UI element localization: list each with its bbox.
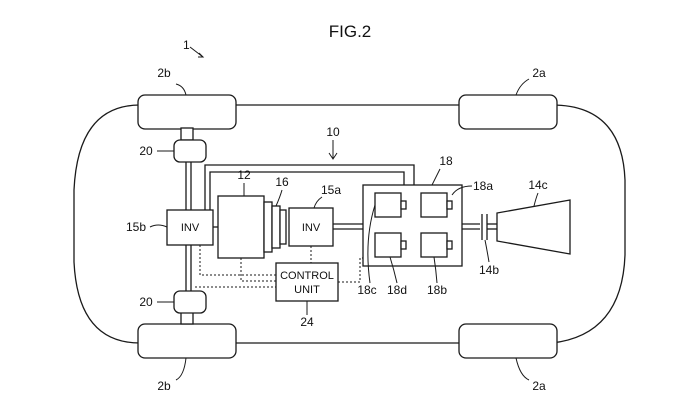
in-wheel-motor-top (173, 139, 207, 163)
leader-rear-wheel-top (175, 83, 187, 96)
label-front-wheel-bottom: 2a (532, 379, 546, 393)
power-bus-upper (204, 164, 415, 210)
leader-system-arrow (328, 152, 338, 160)
label-front-wheel-top: 2a (532, 66, 546, 80)
label-rear-wheel-top: 2b (157, 66, 171, 80)
control-unit-line2: UNIT (294, 284, 320, 296)
cell-18c (374, 192, 402, 218)
label-motor: 12 (237, 168, 251, 182)
leader-inverter-front (313, 196, 323, 209)
inverter-front-text: INV (302, 222, 321, 234)
cell-18b-terminal (446, 240, 453, 250)
label-system: 10 (326, 125, 340, 139)
leader-cell-bottom-right (433, 256, 438, 284)
label-connector: 14b (479, 263, 499, 277)
label-cell-bottom-left: 18d (387, 283, 407, 297)
leader-generator-unit (533, 192, 539, 207)
label-vehicle: 1 (183, 38, 190, 52)
inverter-rear-text: INV (181, 222, 200, 234)
label-battery-pack: 18 (439, 154, 453, 168)
cell-18b (420, 232, 448, 258)
control-line-motor (240, 258, 276, 282)
label-inverter-front: 15a (321, 183, 341, 197)
rear-wheel-bottom (137, 323, 237, 359)
label-generator-unit: 14c (528, 178, 547, 192)
leader-connector (484, 239, 490, 263)
rear-wheel-top (137, 94, 237, 130)
cell-18c-terminal (400, 200, 407, 210)
label-reducer: 16 (275, 175, 289, 189)
power-bus-upper-inner (209, 171, 405, 210)
motor-block (217, 195, 265, 259)
label-cell-bottom-right: 18b (427, 283, 447, 297)
leader-vehicle-arrow (198, 52, 205, 58)
reducer-step-3 (279, 209, 287, 245)
label-inverter-rear: 15b (126, 220, 146, 234)
front-wheel-bottom (458, 323, 558, 359)
label-rear-wheel-bottom: 2b (157, 379, 171, 393)
leader-cell-top-left (367, 204, 376, 284)
control-line-inv15b (199, 245, 276, 276)
leader-rear-wheel-bottom (175, 357, 187, 381)
label-in-wheel-motor-bottom: 20 (139, 295, 153, 309)
leader-cell-top-right (451, 185, 473, 196)
leader-front-wheel-bottom (515, 357, 530, 381)
leader-battery-pack (431, 168, 441, 186)
leader-cell-bottom-left (389, 256, 398, 284)
label-in-wheel-motor-top: 20 (139, 144, 153, 158)
cell-18a-terminal (446, 200, 453, 210)
label-control-unit: 24 (300, 315, 314, 329)
generator-unit (496, 199, 571, 255)
cell-18d (374, 232, 402, 258)
leader-front-wheel-top (515, 78, 530, 96)
leader-inverter-rear (149, 224, 168, 228)
reducer-step-2 (271, 205, 281, 249)
cell-18d-terminal (400, 240, 407, 250)
hub-bottom (180, 311, 194, 325)
reducer-step-1 (263, 201, 273, 253)
front-wheel-top (458, 94, 558, 130)
label-cell-top-right: 18a (473, 179, 493, 193)
control-line-battery (338, 257, 363, 283)
control-unit-line1: CONTROL (280, 270, 334, 282)
in-wheel-motor-bottom (173, 290, 207, 314)
cell-18a (420, 192, 448, 218)
label-cell-top-left: 18c (357, 283, 376, 297)
figure-title: FIG.2 (329, 22, 372, 41)
hub-top (180, 127, 194, 141)
inverter-front-block (288, 207, 334, 247)
leader-reducer (275, 189, 283, 207)
